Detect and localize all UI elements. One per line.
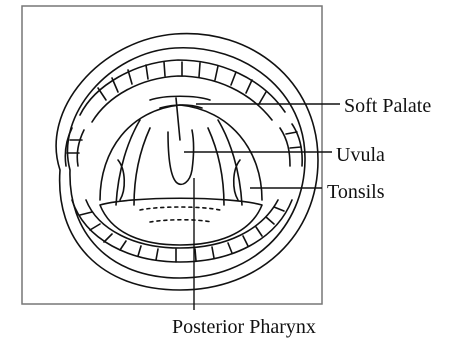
label-soft-palate: Soft Palate: [344, 96, 431, 116]
label-tonsils: Tonsils: [327, 182, 385, 202]
left-pillar: [116, 120, 150, 205]
tongue-texture: [140, 207, 220, 222]
label-posterior-pharynx: Posterior Pharynx: [172, 317, 316, 337]
tongue: [100, 198, 262, 245]
label-uvula: Uvula: [336, 145, 385, 165]
inner-lip-outline: [68, 48, 306, 278]
soft-palate-folds: [150, 96, 210, 140]
upper-teeth: [65, 60, 302, 166]
lips-outline: [56, 34, 318, 290]
uvula-shape: [168, 130, 194, 184]
